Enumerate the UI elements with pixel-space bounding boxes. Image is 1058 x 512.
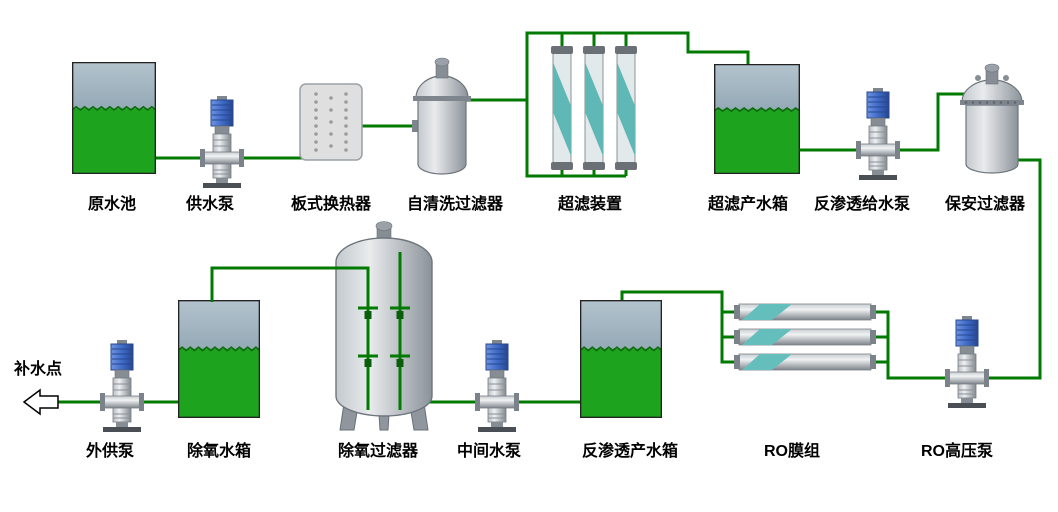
label-deaeration-filter: 除氧过滤器 <box>338 441 419 460</box>
external-supply-pump <box>100 340 144 432</box>
security-filter-knob <box>984 63 1000 73</box>
ro-membrane-1 <box>734 303 876 321</box>
raw-water-tank <box>72 62 156 174</box>
ro-feed-pump <box>856 88 900 180</box>
label-external-supply-pump: 外供泵 <box>85 441 134 460</box>
uf-unit <box>550 45 638 171</box>
pipe-membrane-left-header-to-rotank <box>620 290 736 364</box>
plate-heat-exchanger <box>299 83 363 161</box>
ro-membrane-3 <box>734 353 876 371</box>
valve-bodies <box>364 311 404 367</box>
security-filter-bolts <box>964 101 1017 104</box>
ro-membrane-rack <box>734 303 876 371</box>
ro-high-pressure-pump <box>945 316 989 408</box>
filter-body <box>417 97 467 175</box>
label-security-filter: 保安过滤器 <box>944 194 1026 213</box>
label-uf-unit: 超滤装置 <box>557 194 622 213</box>
pipes-over <box>210 252 410 410</box>
label-self-cleaning-filter: 自清洗过滤器 <box>407 194 504 213</box>
self-cleaning-filter <box>412 57 471 175</box>
label-plate-heat-exchanger: 板式换热器 <box>291 194 372 213</box>
makeup-point-arrow <box>22 388 59 416</box>
ro-membrane-2 <box>734 328 876 346</box>
vessel-shell <box>335 237 433 417</box>
security-filter-flange <box>960 100 1024 105</box>
filter-flange <box>413 96 471 101</box>
security-filter-lug-left <box>975 75 981 81</box>
equipment-labels: 原水池 供水泵 板式换热器 自清洗过滤器 超滤装置 超滤产水箱 反渗透给水泵 保… <box>13 194 1026 460</box>
label-ro-feed-pump: 反渗透给水泵 <box>814 194 910 213</box>
label-ro-high-pressure-pump: RO高压泵 <box>921 441 993 460</box>
pipe-membrane-right-header <box>874 310 890 380</box>
label-deaeration-water-tank: 除氧水箱 <box>187 441 251 460</box>
security-filter <box>960 63 1024 174</box>
uf-module-3 <box>614 45 638 171</box>
label-uf-product-tank: 超滤产水箱 <box>707 194 788 213</box>
security-filter-body <box>965 104 1019 174</box>
uf-product-tank <box>714 64 800 174</box>
vessel-top-knob <box>375 221 393 231</box>
label-raw-water-pool: 原水池 <box>88 194 136 213</box>
label-ro-membrane-rack: RO膜组 <box>764 441 820 460</box>
supply-pump <box>200 96 244 188</box>
filter-inlet-flange <box>412 120 420 132</box>
intermediate-pump <box>475 340 519 432</box>
label-intermediate-pump: 中间水泵 <box>457 441 521 460</box>
uf-module-2 <box>582 45 606 171</box>
uf-module-1 <box>550 45 574 171</box>
label-supply-pump: 供水泵 <box>185 194 234 213</box>
ro-product-tank <box>580 300 662 418</box>
deaeration-filter <box>335 221 433 431</box>
exchanger-plate-dots <box>314 92 348 152</box>
label-ro-product-tank: 反渗透产水箱 <box>582 441 678 460</box>
deaeration-water-tank <box>178 300 260 418</box>
filter-dome <box>415 75 469 99</box>
filter-top-knob <box>434 57 450 67</box>
pipe-deaeration-top-run <box>210 266 370 410</box>
security-filter-lug-right <box>1003 75 1009 81</box>
label-makeup-point: 补水点 <box>13 359 62 378</box>
pipe-uf-riser-header-outlet <box>525 31 750 176</box>
